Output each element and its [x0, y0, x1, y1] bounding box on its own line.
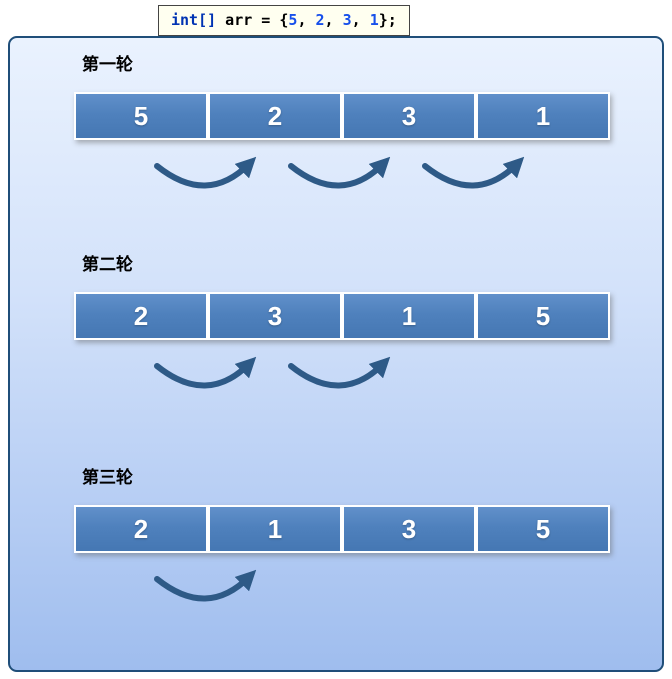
round-2: 第二轮 2 3 1 5 [10, 250, 662, 410]
round-3-label: 第三轮 [82, 468, 133, 487]
code-text: }; [378, 11, 397, 29]
code-text: arr = { [216, 11, 289, 29]
code-number: 3 [342, 11, 352, 29]
array-cell: 5 [74, 92, 208, 140]
array-cell: 5 [476, 292, 610, 340]
code-keyword: int[] [171, 11, 217, 29]
round-1-label: 第一轮 [82, 55, 133, 74]
swap-arrow-icon [422, 156, 525, 189]
swap-arrow-icon [288, 356, 391, 389]
round-3: 第三轮 2 1 3 5 [10, 463, 662, 623]
code-number: 5 [288, 11, 298, 29]
code-text: , [351, 11, 370, 29]
round-2-label: 第二轮 [82, 255, 133, 274]
diagram-panel: 第一轮 5 2 3 1 第二轮 2 3 1 5 [8, 36, 664, 672]
array-cell: 3 [208, 292, 342, 340]
round-1: 第一轮 5 2 3 1 [10, 50, 662, 210]
swap-arrow-icon [154, 356, 257, 389]
array-cell: 1 [342, 292, 476, 340]
code-text: , [297, 11, 316, 29]
array-cell: 1 [208, 505, 342, 553]
code-number: 1 [369, 11, 379, 29]
array-row: 5 2 3 1 [74, 92, 610, 140]
swap-arrow-icon [288, 156, 391, 189]
array-cell: 1 [476, 92, 610, 140]
array-cell: 3 [342, 505, 476, 553]
array-cell: 2 [74, 505, 208, 553]
swap-arrow-icon [154, 569, 257, 602]
array-row: 2 1 3 5 [74, 505, 610, 553]
array-row: 2 3 1 5 [74, 292, 610, 340]
code-number: 2 [315, 11, 325, 29]
code-declaration: int[] arr = {5, 2, 3, 1}; [158, 5, 410, 36]
array-cell: 2 [74, 292, 208, 340]
code-text: , [324, 11, 343, 29]
swap-arrow-icon [154, 156, 257, 189]
array-cell: 2 [208, 92, 342, 140]
array-cell: 3 [342, 92, 476, 140]
array-cell: 5 [476, 505, 610, 553]
